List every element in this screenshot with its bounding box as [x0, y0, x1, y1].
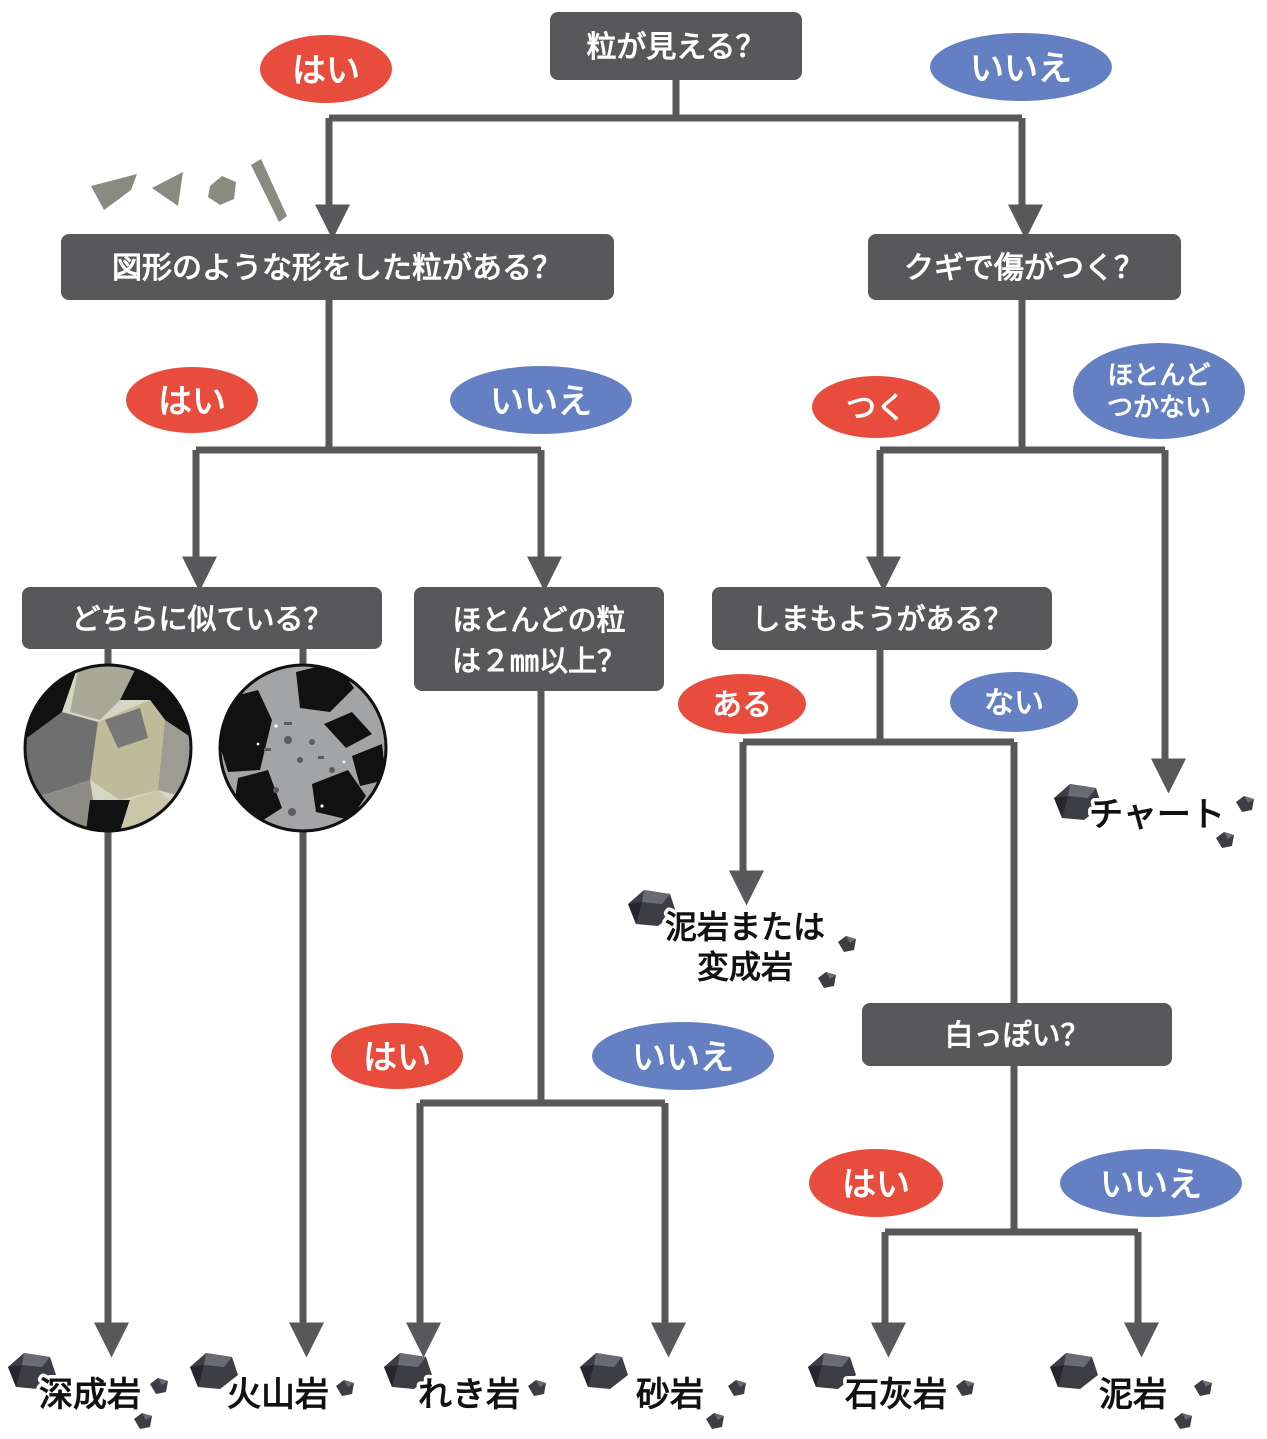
answer-text: はい — [363, 1038, 431, 1078]
question-text-q7: 白っぽい？ — [944, 1018, 1089, 1052]
answer-text: いいえ — [1100, 1165, 1202, 1205]
connector-lines — [94, 80, 1186, 1358]
question-text-q5-line2: は２㎜以上？ — [452, 644, 626, 678]
result-sekkaigan: 石灰岩 — [808, 1353, 974, 1419]
rock-icon — [1174, 1413, 1192, 1429]
rock-icon — [134, 1413, 152, 1429]
result-label: 石灰岩 — [844, 1375, 947, 1415]
answer-text-line2: つかない — [1107, 393, 1211, 423]
result-deigan-or-metamorphic: 泥岩または 変成岩 — [628, 890, 856, 990]
result-label: チャート — [1089, 795, 1225, 835]
question-text-q1: 粒が見える？ — [586, 30, 765, 65]
answer-pill-q3-no: ほとんど つかない — [1073, 343, 1245, 439]
result-chert: チャート — [1054, 784, 1254, 848]
question-text-q2: 図形のような形をした粒がある？ — [112, 251, 562, 286]
rock-icon — [1194, 1380, 1212, 1396]
rock-icon — [838, 936, 856, 952]
result-shinseigan: 深成岩 — [8, 1353, 168, 1429]
answer-text: はい — [842, 1165, 910, 1205]
answer-pill-q5-yes: はい — [331, 1023, 463, 1089]
result-label: れき岩 — [418, 1375, 520, 1415]
result-label-line2: 変成岩 — [697, 948, 793, 986]
question-node-q4: どちらに似ている？ — [22, 587, 382, 649]
result-label: 火山岩 — [227, 1375, 329, 1415]
rock-icon — [1236, 796, 1254, 812]
result-label: 泥岩 — [1099, 1375, 1167, 1415]
answer-text: いいえ — [632, 1038, 734, 1078]
answer-pill-q2-yes: はい — [126, 367, 258, 433]
result-rekigan: れき岩 — [384, 1353, 546, 1419]
rock-icon — [956, 1380, 974, 1396]
grain-shapes-icon — [91, 159, 287, 222]
question-node-q5: ほとんどの粒 は２㎜以上？ — [414, 587, 664, 691]
answer-pill-q3-yes: つく — [812, 376, 940, 438]
question-text-q5-line1: ほとんどの粒 — [452, 603, 625, 637]
question-node-q1: 粒が見える？ — [550, 12, 802, 80]
question-text-q3: クギで傷がつく？ — [904, 251, 1144, 286]
answer-pill-q2-no: いいえ — [450, 366, 632, 434]
result-label: 深成岩 — [39, 1375, 141, 1415]
answer-pill-q1-no: いいえ — [930, 33, 1112, 101]
result-label: 砂岩 — [636, 1375, 704, 1415]
answer-text: ない — [984, 686, 1044, 721]
rock-icon — [728, 1380, 746, 1396]
answer-text-line1: ほとんど — [1107, 361, 1210, 391]
rock-icon — [818, 972, 836, 988]
answer-pill-q7-yes: はい — [809, 1149, 943, 1217]
result-kazangan: 火山岩 — [190, 1353, 354, 1419]
answer-pill-q6-yes: ある — [678, 674, 806, 734]
rock-icon — [580, 1353, 628, 1389]
question-node-q2: 図形のような形をした粒がある？ — [61, 234, 614, 300]
answer-text: いいえ — [970, 49, 1072, 89]
rock-icon — [336, 1380, 354, 1396]
rock-icon — [1050, 1353, 1098, 1389]
answer-pill-q6-no: ない — [950, 672, 1078, 732]
answer-text: はい — [158, 382, 226, 422]
question-node-q3: クギで傷がつく？ — [868, 234, 1181, 300]
volcanic-texture-icon — [218, 663, 388, 833]
result-deigan: 泥岩 — [1050, 1353, 1212, 1429]
rock-icon — [150, 1378, 168, 1394]
answer-pill-q7-no: いいえ — [1060, 1149, 1242, 1217]
question-node-q7: 白っぽい？ — [862, 1003, 1172, 1066]
answer-text: はい — [292, 51, 360, 91]
rock-icon — [528, 1380, 546, 1396]
answer-pill-q5-no: いいえ — [592, 1022, 774, 1090]
question-node-q6: しまもようがある？ — [712, 587, 1052, 650]
answer-pill-q1-yes: はい — [260, 35, 392, 103]
result-sagan: 砂岩 — [580, 1353, 746, 1429]
answer-text: つく — [846, 391, 906, 426]
question-text-q4: どちらに似ている？ — [71, 602, 332, 636]
question-text-q6: しまもようがある？ — [751, 602, 1012, 636]
answer-text: ある — [712, 688, 772, 723]
rock-icon — [706, 1413, 724, 1429]
plutonic-texture-icon — [23, 663, 193, 833]
result-label-line1: 泥岩または — [665, 908, 825, 946]
answer-text: いいえ — [490, 382, 592, 422]
